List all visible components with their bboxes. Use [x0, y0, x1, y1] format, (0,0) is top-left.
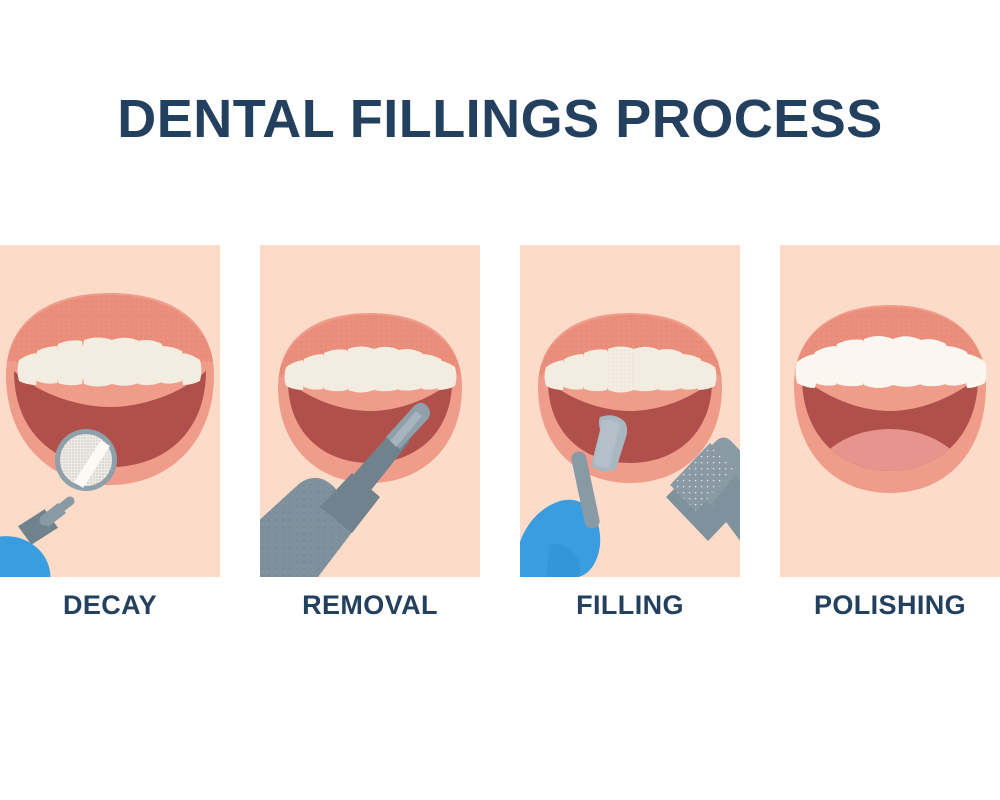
- illustration-filling: [520, 245, 740, 577]
- step-label-removal: REMOVAL: [302, 590, 438, 620]
- page-title: DENTAL FILLINGS PROCESS: [117, 89, 883, 149]
- illustration-removal: [260, 245, 480, 577]
- step-label-filling: FILLING: [576, 590, 684, 620]
- illustration-polishing: [780, 245, 1000, 577]
- step-panel-removal: [260, 245, 480, 577]
- illustration-decay: [0, 245, 220, 577]
- steps-label-row: DECAY REMOVAL FILLING POLISHING: [0, 585, 1000, 631]
- step-panel-polishing: [780, 245, 1000, 577]
- step-label-polishing: POLISHING: [813, 590, 967, 620]
- step-panel-decay: [0, 245, 220, 577]
- steps-panel-row: [0, 245, 1000, 577]
- step-panel-filling: [520, 245, 740, 577]
- step-label-decay: DECAY: [62, 590, 158, 620]
